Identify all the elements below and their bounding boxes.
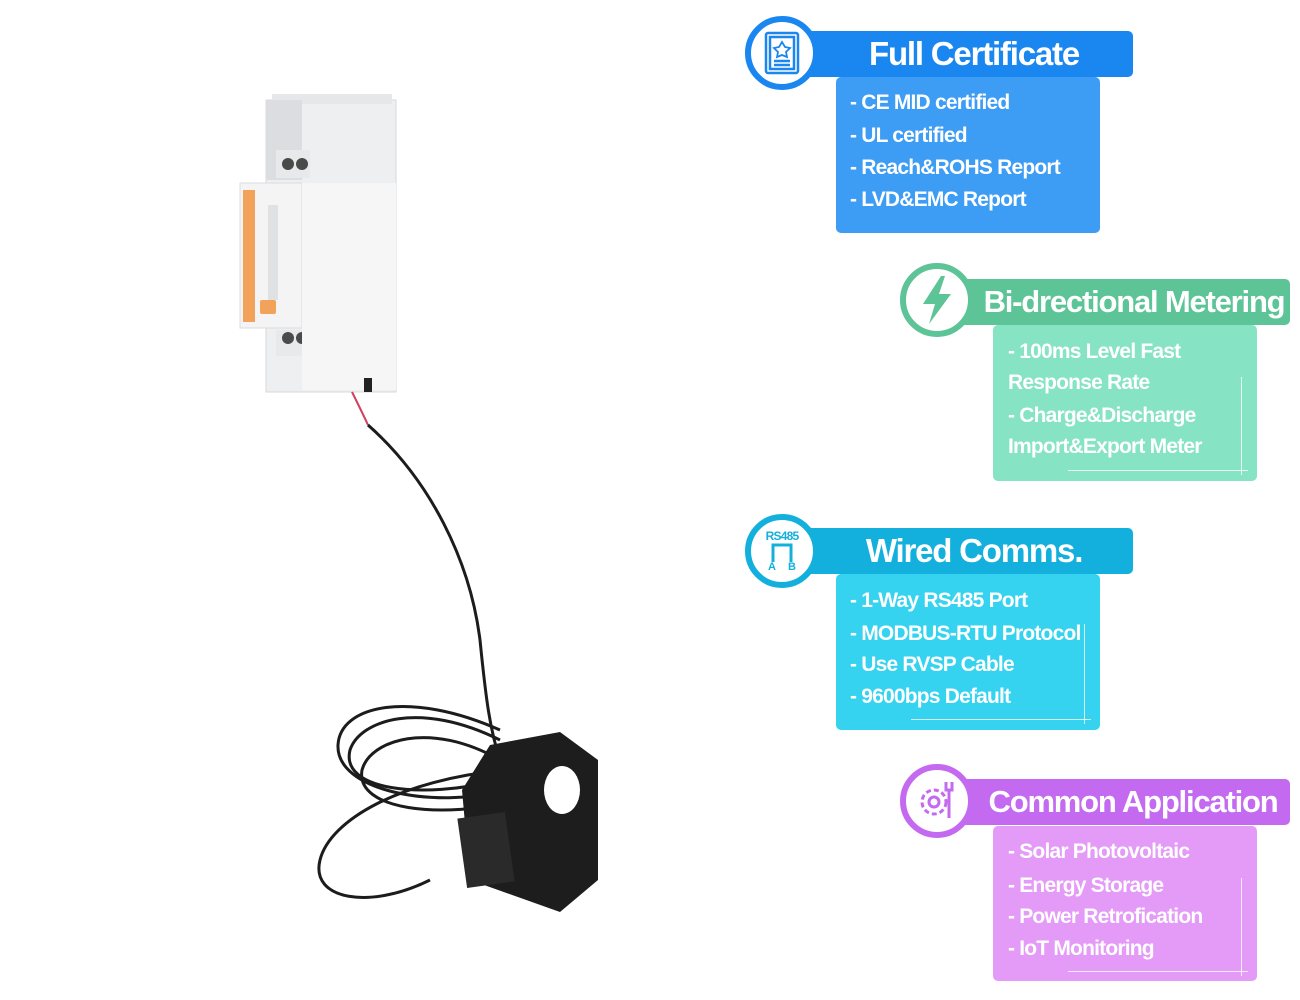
product-image-energy-meter-with-ct <box>239 94 598 912</box>
feature-item: - Energy Storage <box>1008 874 1164 897</box>
certificate-icon <box>745 16 819 90</box>
feature-item: - Power Retrofication <box>1008 905 1203 928</box>
decorative-line <box>911 719 1091 720</box>
feature-item: - CE MID certified <box>850 91 1010 114</box>
feature-title: Common Application <box>960 779 1290 825</box>
rs485-b-label: B <box>788 560 796 573</box>
lightning-icon <box>900 263 974 337</box>
feature-item: - 9600bps Default <box>850 685 1011 708</box>
feature-item: - MODBUS-RTU Protocol <box>850 622 1081 645</box>
decorative-line <box>1241 878 1242 976</box>
feature-item: - Use RVSP Cable <box>850 653 1015 676</box>
feature-title: Bi-drectional Metering <box>960 279 1290 325</box>
decorative-line <box>1068 470 1248 471</box>
feature-item: Import&Export Meter <box>1008 435 1202 458</box>
feature-body: - CE MID certified - UL certified - Reac… <box>836 77 1100 233</box>
gear-wrench-icon <box>900 764 974 838</box>
feature-item: - 1-Way RS485 Port <box>850 589 1028 612</box>
feature-title: Wired Comms. <box>805 528 1133 574</box>
feature-body: - 100ms Level Fast Response Rate - Charg… <box>993 325 1257 481</box>
decorative-line <box>1241 377 1242 475</box>
rs485-icon: RS485 A B <box>745 514 819 588</box>
feature-item: - Solar Photovoltaic <box>1008 840 1190 863</box>
decorative-line <box>1084 624 1085 724</box>
current-transformer-clamp <box>457 732 598 912</box>
feature-item: - 100ms Level Fast <box>1008 340 1181 363</box>
feature-item: Response Rate <box>1008 371 1150 394</box>
feature-item: - Reach&ROHS Report <box>850 156 1061 179</box>
feature-body: - Solar Photovoltaic - Energy Storage - … <box>993 826 1257 981</box>
feature-item: - UL certified <box>850 124 968 147</box>
feature-item: - IoT Monitoring <box>1008 937 1155 960</box>
feature-body: - 1-Way RS485 Port - MODBUS-RTU Protocol… <box>836 574 1100 730</box>
ct-cable <box>317 391 521 899</box>
feature-title: Full Certificate <box>805 31 1133 77</box>
din-rail-meter <box>239 94 397 393</box>
feature-item: - Charge&Discharge <box>1008 404 1196 427</box>
feature-item: - LVD&EMC Report <box>850 188 1027 211</box>
decorative-line <box>1068 971 1248 972</box>
rs485-icon-label: RS485 <box>765 528 799 543</box>
rs485-a-label: A <box>768 560 776 573</box>
